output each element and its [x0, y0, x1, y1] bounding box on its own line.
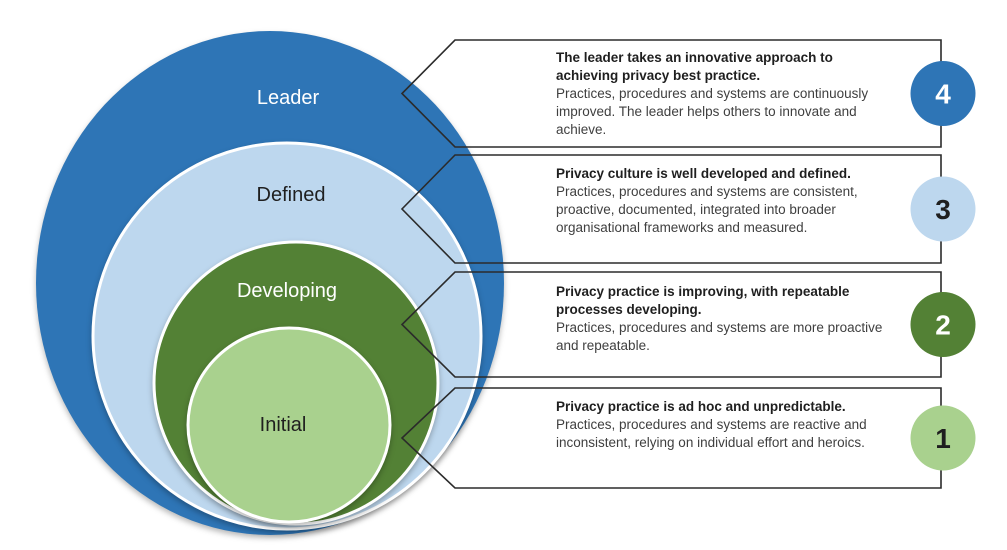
ring-label-developing: Developing: [237, 280, 337, 302]
badge-circle-level-2: [910, 292, 976, 357]
callout-title-level-3: Privacy culture is well developed and de…: [556, 166, 851, 181]
callout-level-4: The leader takes an innovative approach …: [556, 49, 898, 139]
callout-outlines: [400, 39, 942, 489]
ring-label-leader: Leader: [257, 87, 320, 109]
badge-circle-level-1: [910, 405, 976, 471]
badge-number-3: 3: [935, 194, 951, 225]
badge-number-4: 4: [935, 79, 951, 110]
callout-body-level-1: Practices, procedures and systems are re…: [556, 417, 867, 450]
callout-body-level-3: Practices, procedures and systems are co…: [556, 184, 858, 235]
callout-shape-level-1: [400, 387, 942, 489]
callout-body-level-2: Practices, procedures and systems are mo…: [556, 320, 883, 353]
badge-circle-level-3: [910, 176, 976, 242]
ring-labels: Leader Defined Developing Initial: [237, 87, 337, 436]
level-badges: 4 3 2 1: [910, 61, 976, 471]
ring-label-initial: Initial: [260, 414, 307, 436]
callout-body-level-4: Practices, procedures and systems are co…: [556, 86, 869, 137]
callout-shape-level-2: [400, 271, 942, 378]
callout-level-1: Privacy practice is ad hoc and unpredict…: [556, 398, 898, 452]
maturity-rings: [36, 31, 504, 535]
callout-shape-level-3: [400, 154, 942, 264]
ring-label-defined: Defined: [257, 184, 326, 206]
callout-shape-level-4: [400, 39, 942, 148]
callout-title-level-1: Privacy practice is ad hoc and unpredict…: [556, 399, 846, 414]
badge-number-1: 1: [935, 423, 951, 454]
callout-level-2: Privacy practice is improving, with repe…: [556, 283, 898, 355]
callout-level-3: Privacy culture is well developed and de…: [556, 165, 898, 237]
badge-circle-level-4: [910, 61, 976, 126]
callout-title-level-4: The leader takes an innovative approach …: [556, 50, 833, 83]
ring-initial: [186, 326, 392, 524]
badge-number-2: 2: [935, 310, 951, 341]
callout-title-level-2: Privacy practice is improving, with repe…: [556, 284, 850, 317]
